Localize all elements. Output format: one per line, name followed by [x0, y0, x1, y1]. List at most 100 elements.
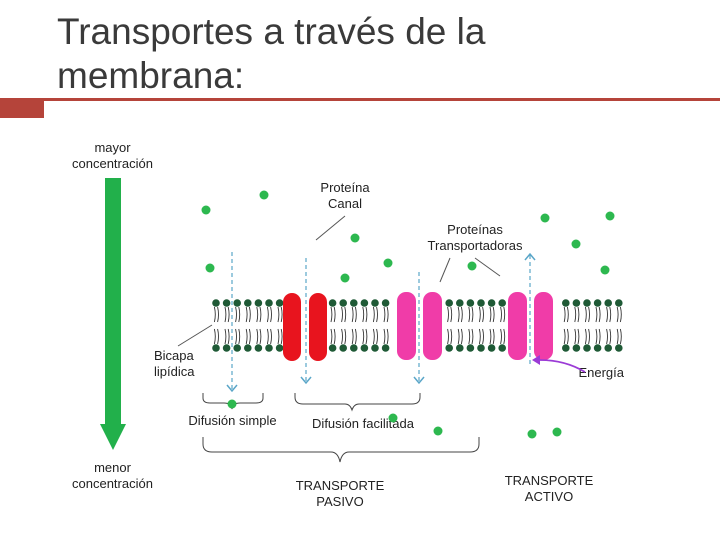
lipid-head	[339, 299, 348, 307]
lipid-head	[275, 299, 284, 307]
high-concentration-label: mayor concentración	[55, 140, 170, 172]
lipid-tail	[217, 306, 219, 323]
lipid-tail	[563, 306, 566, 323]
lipid-tail	[619, 328, 622, 345]
lipid-bilayer	[212, 299, 623, 352]
lipid-head	[350, 344, 358, 352]
lipid-tail	[616, 328, 619, 345]
molecule	[383, 258, 393, 268]
lipid-tail	[266, 328, 269, 345]
lipid-head	[456, 344, 464, 352]
channel-protein	[283, 293, 327, 361]
lipid-head	[265, 299, 273, 307]
low-concentration-label: menor concentración	[55, 460, 170, 492]
lipid-head	[212, 299, 220, 307]
lipid-tail	[227, 306, 230, 323]
lipid-tail	[248, 328, 251, 345]
channel-protein-label: Proteína Canal	[300, 180, 390, 212]
lipid-tail	[341, 328, 343, 345]
lipid-head	[615, 344, 623, 352]
lipid-tail	[574, 328, 577, 345]
lipid-head	[445, 299, 454, 307]
lipid-tail	[270, 306, 272, 323]
molecule	[605, 211, 615, 221]
lipid-tail	[333, 306, 336, 323]
channel-protein-line-2: Canal	[328, 196, 362, 211]
lipid-head	[604, 299, 612, 307]
molecule	[350, 233, 360, 243]
molecule	[388, 413, 398, 423]
simple-diffusion-arrowhead	[226, 384, 238, 393]
lipid-tail	[259, 328, 262, 345]
lipid-head	[498, 344, 507, 352]
lipid-head	[477, 299, 485, 307]
lipid-tail	[248, 306, 251, 323]
lipid-head	[275, 344, 284, 352]
braces	[202, 393, 480, 463]
lipid-tail	[584, 328, 587, 345]
lipid-head	[572, 299, 581, 307]
lipid-tail	[256, 328, 259, 345]
lipid-head	[477, 344, 485, 352]
lipid-tail	[460, 306, 463, 323]
low-concentration-line-1: menor	[94, 460, 131, 475]
molecule	[201, 205, 211, 215]
lipid-head	[381, 344, 390, 352]
bilayer-label: Bicapa lipídica	[154, 348, 224, 380]
lipid-tail	[270, 328, 272, 345]
energy-label: Energía	[578, 365, 624, 380]
transport-paths	[231, 252, 531, 390]
molecules	[201, 190, 615, 439]
molecule	[552, 427, 562, 437]
lipid-head	[212, 344, 220, 352]
lipid-tail	[500, 328, 502, 345]
lipid-tail	[344, 306, 347, 323]
molecule	[205, 263, 215, 273]
lipid-tail	[354, 306, 357, 323]
lipid-tail	[503, 328, 506, 345]
lipid-head	[233, 344, 241, 352]
lipid-head	[371, 344, 379, 352]
lipid-tail	[563, 328, 566, 345]
lipid-head	[593, 299, 602, 307]
lipid-tail	[577, 328, 580, 345]
carrier-protein-1	[397, 292, 442, 360]
accent-block	[0, 98, 44, 118]
energy-arrow	[532, 355, 586, 373]
carrier-proteins-label: Proteínas Transportadoras	[410, 222, 540, 254]
active-arrowhead	[524, 252, 536, 261]
lipid-tail	[609, 328, 612, 345]
lipid-tail	[616, 306, 619, 323]
lipid-tail	[238, 306, 241, 323]
molecule	[340, 273, 350, 283]
molecule	[527, 429, 537, 439]
carrier-arrowhead	[413, 376, 425, 385]
lipid-tail	[606, 328, 608, 345]
lipid-tail	[235, 306, 237, 323]
carrier-proteins-line-2: Transportadoras	[427, 238, 523, 253]
lipid-tail	[365, 328, 368, 345]
lipid-head	[371, 299, 379, 307]
channel-protein-line-1: Proteína	[320, 180, 370, 195]
lipid-head	[615, 299, 623, 307]
lipid-head	[350, 299, 358, 307]
lipid-tail	[333, 328, 336, 345]
simple-diffusion-label: Difusión simple	[188, 413, 277, 428]
lipid-tail	[482, 306, 484, 323]
molecule	[467, 261, 477, 271]
lipid-tail	[245, 306, 248, 323]
molecule	[433, 426, 443, 436]
lipid-tail	[372, 328, 375, 345]
lipid-tail	[386, 306, 389, 323]
lipid-tail	[598, 306, 601, 323]
bilayer-line-1: Bicapa	[154, 348, 194, 363]
lipid-head	[265, 344, 273, 352]
passive-transport-brace	[202, 437, 480, 463]
transport-path-arrowheads	[226, 252, 536, 393]
lipid-tail	[277, 306, 280, 323]
molecule	[259, 190, 269, 200]
lipid-head	[562, 299, 570, 307]
lipid-head	[466, 299, 475, 307]
lipid-tail	[235, 328, 237, 345]
